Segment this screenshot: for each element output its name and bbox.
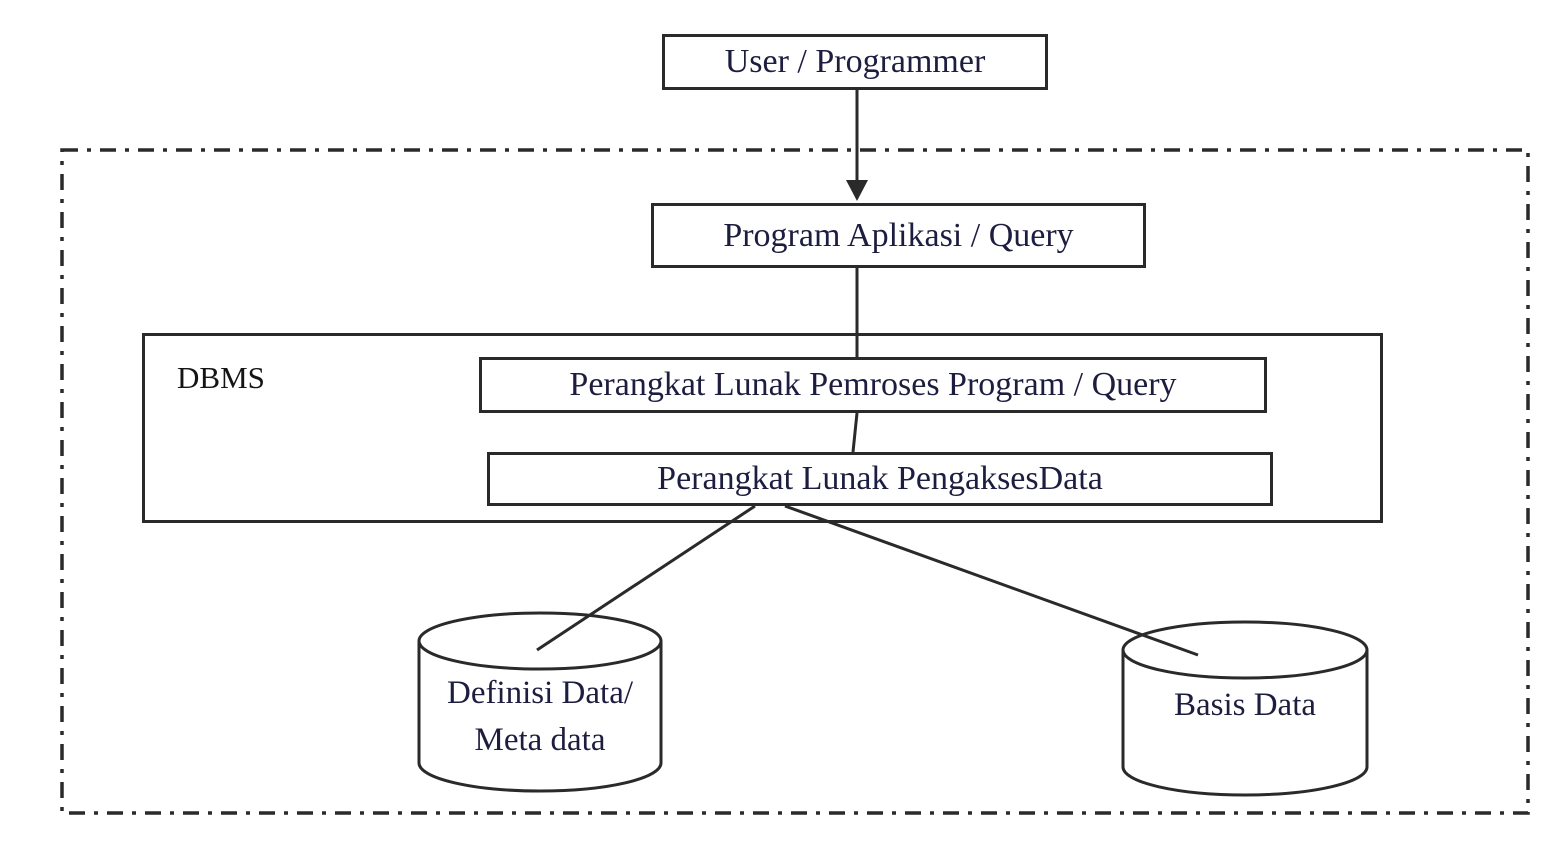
data-access-node: Perangkat Lunak PengaksesData bbox=[487, 452, 1273, 506]
system-boundary-box bbox=[60, 148, 1530, 815]
database-cylinder-top bbox=[1121, 620, 1369, 680]
metadata-cylinder-label-line2: Meta data bbox=[474, 721, 606, 758]
edge-data-access-to-database bbox=[784, 504, 1199, 657]
dbms-container-node bbox=[142, 333, 1383, 523]
edge-data-access-to-metadata bbox=[536, 504, 756, 652]
database-cylinder bbox=[1121, 620, 1369, 797]
database-cylinder-body bbox=[1121, 650, 1369, 797]
metadata-cylinder-label-line1: Definisi Data/ bbox=[446, 675, 634, 711]
arrowhead-down-icon bbox=[846, 180, 868, 201]
metadata-cylinder-label: Definisi Data/ Meta data bbox=[419, 670, 661, 764]
metadata-cylinder-top bbox=[417, 611, 663, 671]
dbms-label: DBMS bbox=[177, 360, 265, 395]
database-cylinder-label: Basis Data bbox=[1173, 687, 1317, 723]
program-node: Program Aplikasi / Query bbox=[651, 203, 1146, 268]
edge-query-processor-to-data-access bbox=[851, 412, 859, 453]
data-access-node-label: Perangkat Lunak PengaksesData bbox=[657, 460, 1103, 498]
metadata-cylinder bbox=[417, 611, 663, 793]
program-node-label: Program Aplikasi / Query bbox=[723, 216, 1074, 254]
query-processor-node-label: Perangkat Lunak Pemroses Program / Query bbox=[569, 366, 1177, 404]
query-processor-node: Perangkat Lunak Pemroses Program / Query bbox=[479, 357, 1267, 413]
metadata-cylinder-body bbox=[417, 641, 663, 793]
user-node-label: User / Programmer bbox=[724, 43, 986, 81]
user-node: User / Programmer bbox=[662, 34, 1048, 90]
